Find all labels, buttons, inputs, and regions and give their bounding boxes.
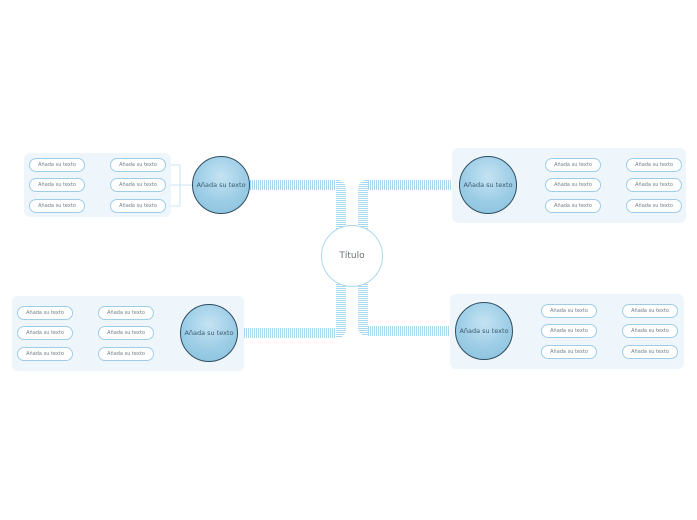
subtopic-top-right-inner-2[interactable]: Añada su texto bbox=[545, 178, 601, 192]
main-topic-top-left[interactable]: Añada su texto bbox=[192, 156, 250, 214]
subtopic-top-right-inner-1[interactable]: Añada su texto bbox=[545, 158, 601, 172]
subtopic-bottom-left-inner-2[interactable]: Añada su texto bbox=[98, 326, 154, 340]
main-topic-bottom-left[interactable]: Añada su texto bbox=[180, 304, 238, 362]
subtopic-bottom-left-outer-3[interactable]: Añada su texto bbox=[17, 347, 73, 361]
subtopic-bottom-left-outer-2[interactable]: Añada su texto bbox=[17, 326, 73, 340]
subtopic-top-right-outer-3[interactable]: Añada su texto bbox=[626, 199, 682, 213]
subtopic-top-right-outer-2[interactable]: Añada su texto bbox=[626, 178, 682, 192]
subtopic-top-right-inner-3[interactable]: Añada su texto bbox=[545, 199, 601, 213]
main-connector-top-left bbox=[250, 180, 346, 236]
subtopic-top-left-inner-3[interactable]: Añada su texto bbox=[110, 199, 166, 213]
subtopic-bottom-right-outer-2[interactable]: Añada su texto bbox=[622, 324, 678, 338]
subtopic-bottom-right-inner-2[interactable]: Añada su texto bbox=[541, 324, 597, 338]
main-topic-top-right[interactable]: Añada su texto bbox=[459, 156, 517, 214]
subtopic-top-left-outer-2[interactable]: Añada su texto bbox=[29, 178, 85, 192]
subtopic-top-right-outer-1[interactable]: Añada su texto bbox=[626, 158, 682, 172]
subtopic-bottom-right-inner-1[interactable]: Añada su texto bbox=[541, 304, 597, 318]
main-connector-top-right bbox=[358, 180, 458, 236]
subtopic-top-left-outer-1[interactable]: Añada su texto bbox=[29, 158, 85, 172]
subtopic-bottom-right-outer-1[interactable]: Añada su texto bbox=[622, 304, 678, 318]
subtopic-bottom-left-inner-1[interactable]: Añada su texto bbox=[98, 306, 154, 320]
main-connector-bottom-left bbox=[238, 280, 346, 338]
subtopic-bottom-left-inner-3[interactable]: Añada su texto bbox=[98, 347, 154, 361]
subtopic-bottom-left-outer-1[interactable]: Añada su texto bbox=[17, 306, 73, 320]
main-topic-bottom-right[interactable]: Añada su texto bbox=[455, 302, 513, 360]
subtopic-top-left-inner-1[interactable]: Añada su texto bbox=[110, 158, 166, 172]
central-topic[interactable]: Título bbox=[321, 225, 383, 287]
subtopic-bottom-right-inner-3[interactable]: Añada su texto bbox=[541, 345, 597, 359]
subtopic-bottom-right-outer-3[interactable]: Añada su texto bbox=[622, 345, 678, 359]
main-connector-bottom-right bbox=[358, 280, 456, 336]
subtopic-top-left-inner-2[interactable]: Añada su texto bbox=[110, 178, 166, 192]
subtopic-top-left-outer-3[interactable]: Añada su texto bbox=[29, 199, 85, 213]
